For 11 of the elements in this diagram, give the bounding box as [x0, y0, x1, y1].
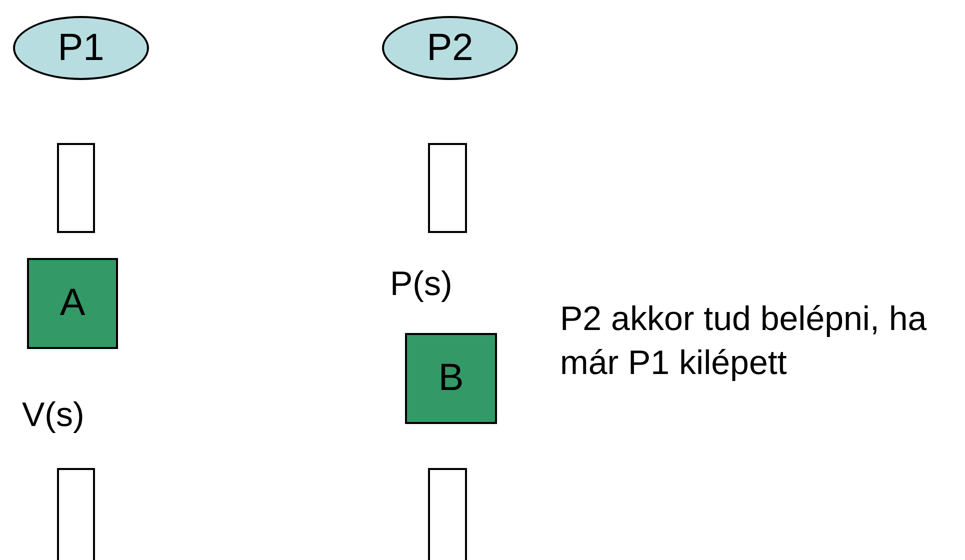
empty-bar	[428, 143, 467, 233]
note-text: P2 akkor tud belépni, ha már P1 kilépett	[560, 299, 928, 384]
empty-bar	[57, 143, 95, 233]
process-ellipse: P1	[13, 16, 149, 80]
operation-label: V(s)	[22, 395, 86, 436]
critical-section-box: A	[27, 258, 118, 349]
critical-section-box: B	[405, 333, 497, 424]
process-ellipse: P2	[382, 16, 518, 80]
empty-bar	[428, 468, 467, 560]
empty-bar	[57, 468, 95, 560]
operation-label: P(s)	[390, 264, 454, 305]
